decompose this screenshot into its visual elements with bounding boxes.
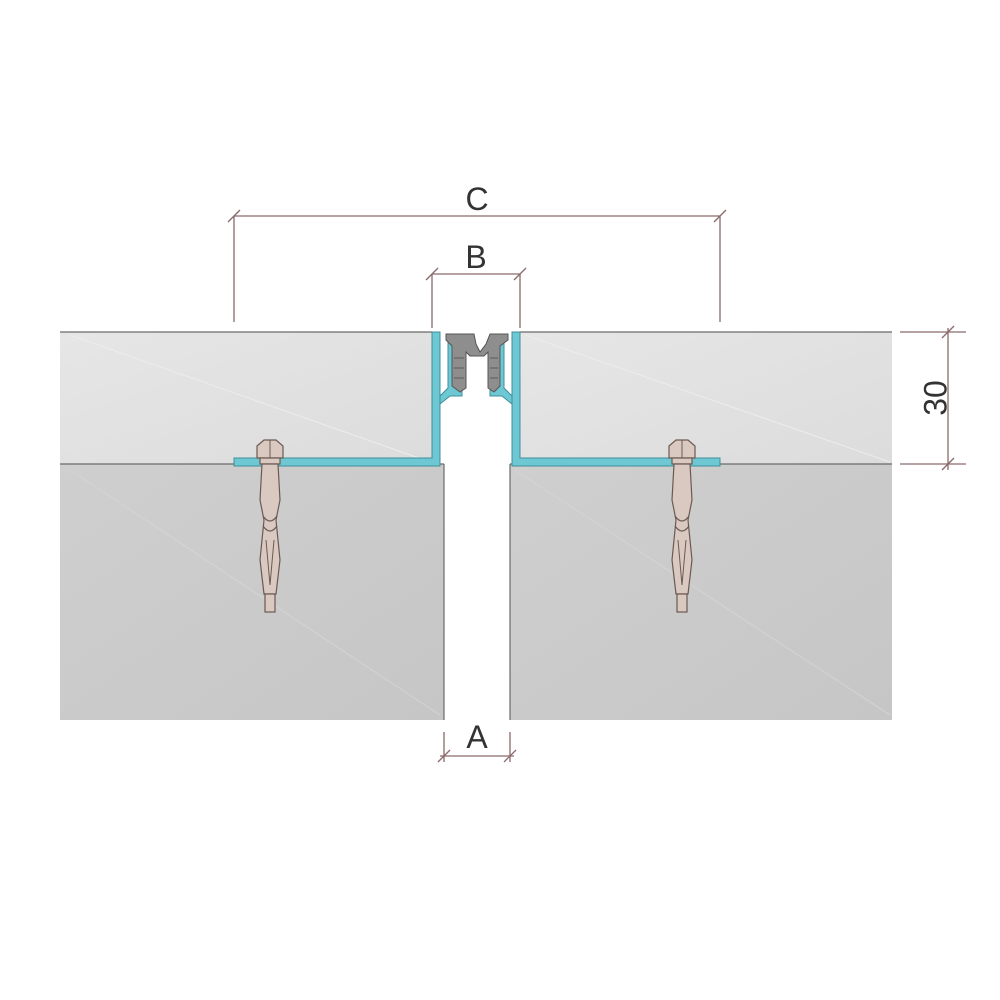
dimension-height: 30 bbox=[900, 325, 966, 471]
slab-layer bbox=[60, 463, 892, 720]
dimension-a-label: A bbox=[466, 719, 488, 755]
dimension-c-label: C bbox=[465, 181, 488, 217]
anchor-bolt-right bbox=[668, 439, 696, 613]
anchor-bolt-left bbox=[256, 439, 284, 613]
screed-left bbox=[60, 332, 432, 464]
rubber-insert bbox=[445, 333, 509, 393]
profile-right-flange bbox=[511, 331, 721, 467]
profile-left-flange bbox=[233, 331, 441, 467]
screed-layer bbox=[60, 331, 892, 464]
dimension-b: B bbox=[425, 239, 527, 328]
dimension-c: C bbox=[227, 181, 727, 322]
dimension-a: A bbox=[437, 719, 517, 763]
slab-left bbox=[60, 464, 444, 720]
dimension-height-label: 30 bbox=[917, 380, 953, 416]
dimension-b-label: B bbox=[465, 239, 486, 275]
